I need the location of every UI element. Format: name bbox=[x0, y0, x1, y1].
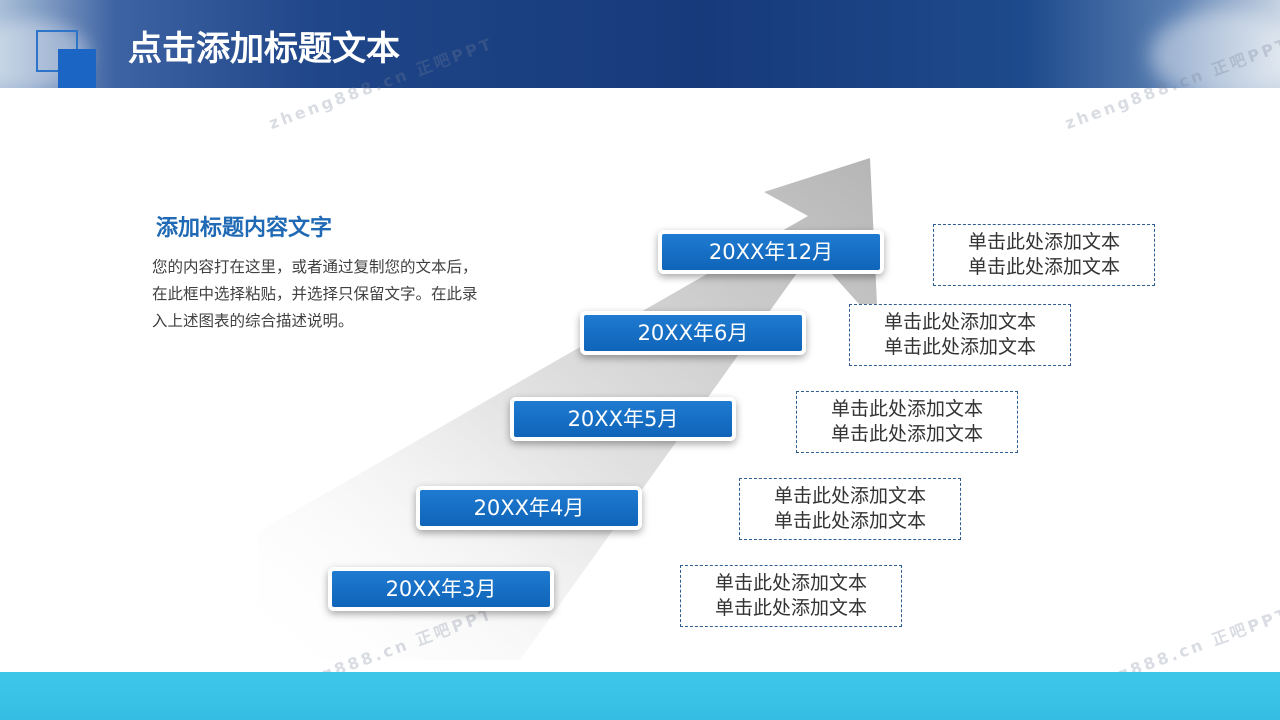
description-line: 单击此处添加文本 bbox=[830, 423, 983, 445]
timeline-date-button[interactable]: 20XX年5月 bbox=[510, 397, 736, 441]
description-line: 单击此处添加文本 bbox=[714, 572, 867, 594]
timeline-date-button[interactable]: 20XX年6月 bbox=[580, 311, 806, 355]
timeline-date-button[interactable]: 20XX年12月 bbox=[658, 230, 884, 274]
timeline-date-button[interactable]: 20XX年4月 bbox=[416, 486, 642, 530]
title-square-fill-icon bbox=[58, 49, 96, 88]
description-line: 单击此处添加文本 bbox=[883, 336, 1036, 358]
page-title[interactable]: 点击添加标题文本 bbox=[128, 29, 400, 69]
timeline-date-button[interactable]: 20XX年3月 bbox=[328, 567, 554, 611]
description-line: 单击此处添加文本 bbox=[967, 256, 1120, 278]
timeline-description-box[interactable]: 单击此处添加文本 单击此处添加文本 bbox=[796, 391, 1018, 453]
description-line: 单击此处添加文本 bbox=[830, 398, 983, 420]
section-body-text[interactable]: 您的内容打在这里，或者通过复制您的文本后，在此框中选择粘贴，并选择只保留文字。在… bbox=[152, 258, 478, 330]
description-line: 单击此处添加文本 bbox=[714, 597, 867, 619]
timeline-description-box[interactable]: 单击此处添加文本 单击此处添加文本 bbox=[680, 565, 902, 627]
timeline-description-box[interactable]: 单击此处添加文本 单击此处添加文本 bbox=[849, 304, 1071, 366]
section-heading[interactable]: 添加标题内容文字 bbox=[156, 216, 333, 241]
header-cloud-decoration bbox=[1150, 10, 1280, 88]
timeline-description-box[interactable]: 单击此处添加文本 单击此处添加文本 bbox=[739, 478, 961, 540]
description-line: 单击此处添加文本 bbox=[967, 231, 1120, 253]
description-line: 单击此处添加文本 bbox=[773, 485, 926, 507]
description-line: 单击此处添加文本 bbox=[883, 311, 1036, 333]
description-line: 单击此处添加文本 bbox=[773, 510, 926, 532]
timeline-description-box[interactable]: 单击此处添加文本 单击此处添加文本 bbox=[933, 224, 1155, 286]
footer-band bbox=[0, 672, 1280, 720]
